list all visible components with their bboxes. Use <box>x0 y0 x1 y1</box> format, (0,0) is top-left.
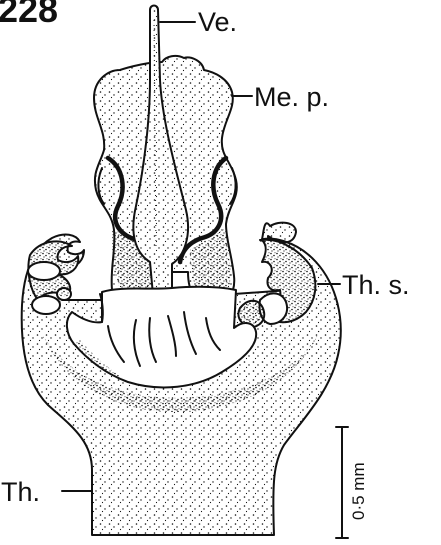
median-plate-label: Me. p. <box>254 82 329 112</box>
scale-bar-label: 0·5 mm <box>349 462 368 520</box>
theca-label: Th. <box>1 477 40 507</box>
vesica-label: Ve. <box>198 7 237 37</box>
figure-number: 228 <box>0 0 58 30</box>
scale-bar: 0·5 mm <box>336 427 368 538</box>
theca-spine-label: Th. s. <box>342 270 410 300</box>
